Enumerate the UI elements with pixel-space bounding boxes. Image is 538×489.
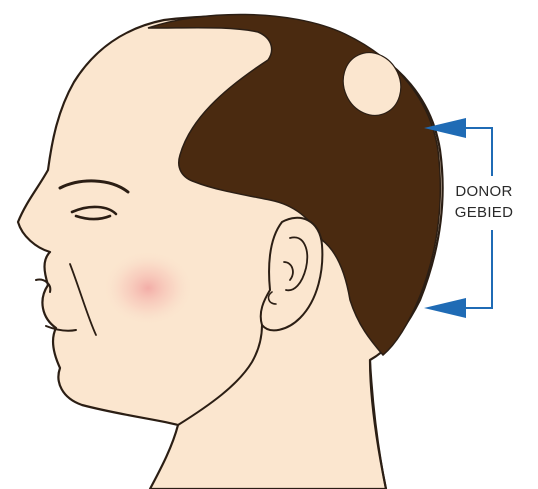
donor-label-line1: DONOR [455, 183, 512, 200]
arrow-left-icon [424, 298, 470, 318]
cheek-blush [102, 250, 194, 326]
donor-label-line2: GEBIED [455, 204, 513, 221]
